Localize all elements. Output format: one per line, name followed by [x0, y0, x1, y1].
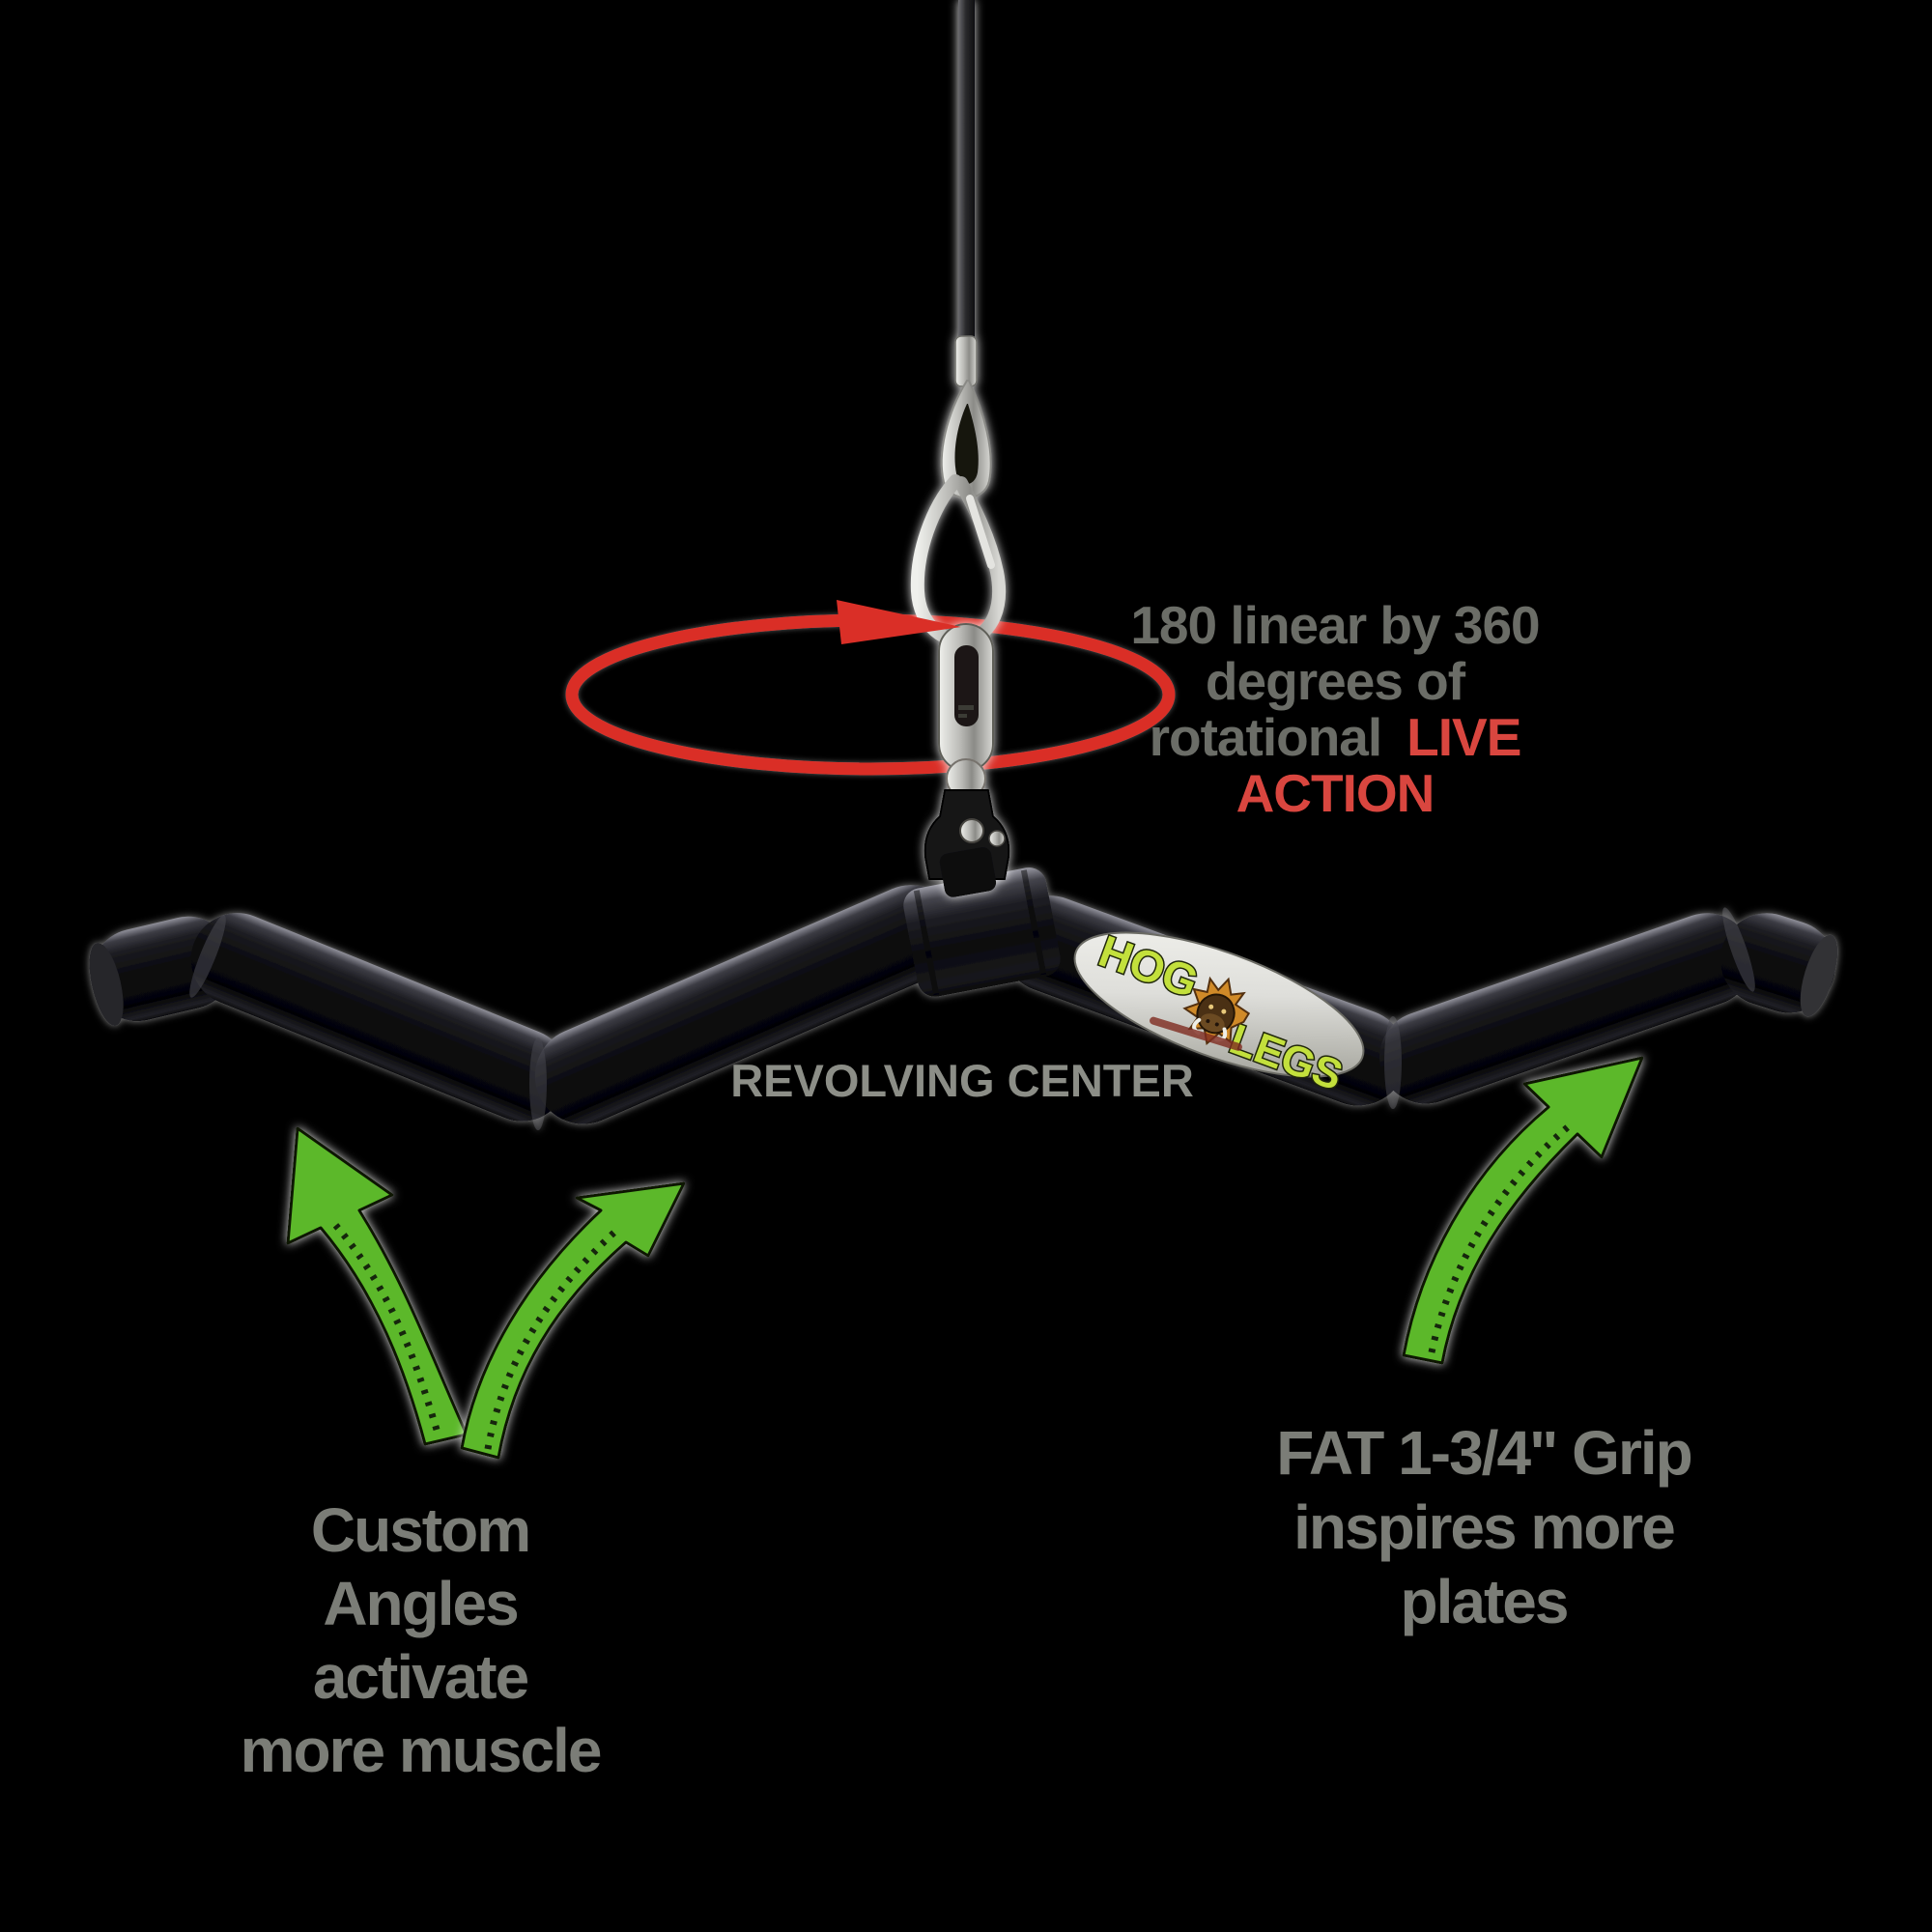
weld-seam [189, 915, 226, 998]
bar-left-inner-arm [534, 885, 960, 1124]
swivel-marking [958, 714, 967, 718]
bar-left-endcap [89, 942, 124, 1027]
rotation-note: 180 linear by 360 degrees of rotational L… [1065, 597, 1605, 821]
custom-angles-line: activate [312, 1642, 529, 1712]
fat-grip-line: inspires more [1293, 1492, 1676, 1562]
rotation-note-line4: ACTION [1236, 763, 1435, 823]
custom-angles-line: Angles [323, 1569, 519, 1638]
rotation-note-line3-red: LIVE [1406, 707, 1521, 767]
sleeve-ring-left [913, 890, 940, 996]
cable-eye-hole [954, 404, 979, 485]
bar-right-endcap [1800, 934, 1838, 1017]
fat-grip-note: FAT 1-3/4" Grip inspires more plates [1194, 1416, 1774, 1639]
carabiner-gate [966, 495, 995, 569]
weld-seam [529, 1037, 547, 1130]
rotation-note-line1: 180 linear by 360 [1130, 595, 1540, 655]
rotation-note-line3-gray: rotational [1149, 707, 1383, 767]
clamp-bolt [988, 830, 1006, 847]
revolving-center-label: REVOLVING CENTER [730, 1055, 1194, 1106]
rotation-arrowhead-icon [837, 600, 961, 644]
custom-angles-line: Custom [310, 1495, 531, 1565]
weld-seam [1722, 907, 1755, 992]
logo-tagline-mark [1150, 1016, 1242, 1051]
cable-icon [958, 0, 975, 344]
sleeve-ring-right [1020, 869, 1047, 976]
rotation-note-line2: degrees of [1205, 651, 1465, 711]
custom-angles-note: Custom Angles activate more muscle [130, 1493, 710, 1787]
green-arrow-up-right-inner-icon [460, 1181, 686, 1460]
green-arrow-up-right-outer-icon [1402, 1056, 1644, 1365]
hardware-stack [910, 0, 1010, 897]
cable-swage-fitting [954, 335, 978, 387]
green-arrows [286, 1056, 1644, 1460]
clamp-bolt [959, 818, 984, 843]
bar-left-grip [190, 913, 569, 1122]
hog-head-icon [1182, 976, 1251, 1045]
bar-center-sleeve [903, 867, 1061, 997]
green-arrow-up-left-icon [286, 1126, 469, 1446]
fat-grip-line: plates [1400, 1567, 1570, 1636]
custom-angles-line: more muscle [240, 1716, 603, 1785]
weld-seam [1384, 1016, 1402, 1109]
bar-right-grip [1379, 913, 1753, 1104]
fat-grip-line: FAT 1-3/4" Grip [1276, 1418, 1692, 1488]
swivel-marking [958, 705, 974, 710]
bar-clamp [939, 847, 997, 897]
rotation-note-line3: rotational LIVE [1065, 709, 1605, 765]
